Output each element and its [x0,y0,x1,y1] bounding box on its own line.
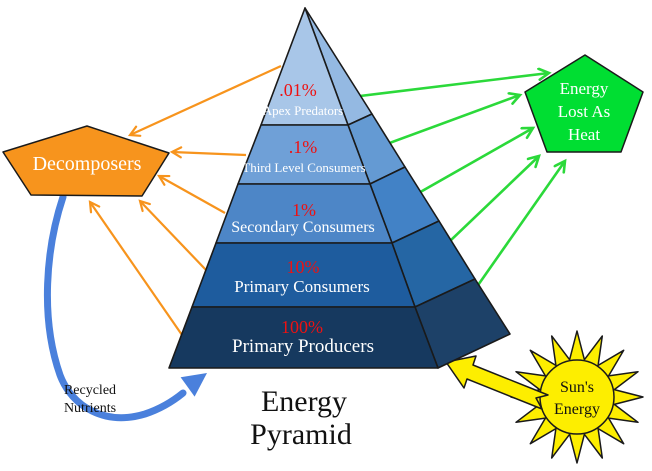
decomposers-pentagon [2,125,170,197]
name-label-level4: Primary Consumers [234,277,370,296]
sun-core [539,359,615,435]
name-label-level5: Primary Producers [232,336,374,357]
orange-arrow-level4 [138,199,207,271]
percent-label-level4: 10% [287,257,320,277]
pyramid-labels: .01% Apex Predators .1% Third Level Cons… [231,80,375,357]
energy-lost-label-line1: Energy [560,79,609,98]
percent-label-level5: 100% [281,317,323,337]
decomposer-arrows [88,64,282,336]
energy-lost-label-line3: Heat [568,125,600,144]
name-label-level2: Third Level Consumers [242,160,365,175]
pyramid-front-level5 [168,306,439,369]
orange-arrow-level1 [127,64,282,137]
sun-label-line1: Sun's [560,379,594,396]
diagram-title-line1: Energy [261,385,347,418]
energy-lost-node: Energy Lost As Heat [524,54,644,153]
orange-arrow-level5 [88,200,183,336]
percent-label-level1: .01% [279,80,317,100]
green-arrow-level1 [351,73,549,99]
blue-curve [43,193,187,422]
sun-label-line2: Energy [554,401,600,418]
name-label-level3: Secondary Consumers [231,219,375,236]
recycled-nutrients-caption: Recycled Nutrients [64,383,116,416]
pyramid-side-faces [304,7,511,369]
percent-label-level2: .1% [289,137,318,157]
percent-label-level3: 1% [292,200,316,220]
diagram-title: Energy Pyramid [250,385,352,451]
diagram-title-line2: Pyramid [250,418,352,451]
pyramid-front-faces [168,7,439,369]
energy-lost-label-line2: Lost As [558,102,610,121]
orange-arrow-level2 [169,146,247,159]
energy-lost-pentagon [524,54,644,153]
blue-arrowhead [180,373,207,397]
decomposers-label: Decomposers [33,153,142,175]
decomposers-node: Decomposers [2,125,170,197]
recycled-nutrients-line2: Nutrients [64,401,116,416]
green-arrow-level3 [400,128,533,205]
name-label-level1: Apex Predators [263,103,344,118]
sun: Sun's Energy [510,330,644,464]
orange-arrow-level3 [157,174,226,214]
recycled-nutrients-line1: Recycled [64,383,116,398]
sun-energy-arrow [445,355,549,410]
recycled-nutrients-arrow [43,193,207,422]
